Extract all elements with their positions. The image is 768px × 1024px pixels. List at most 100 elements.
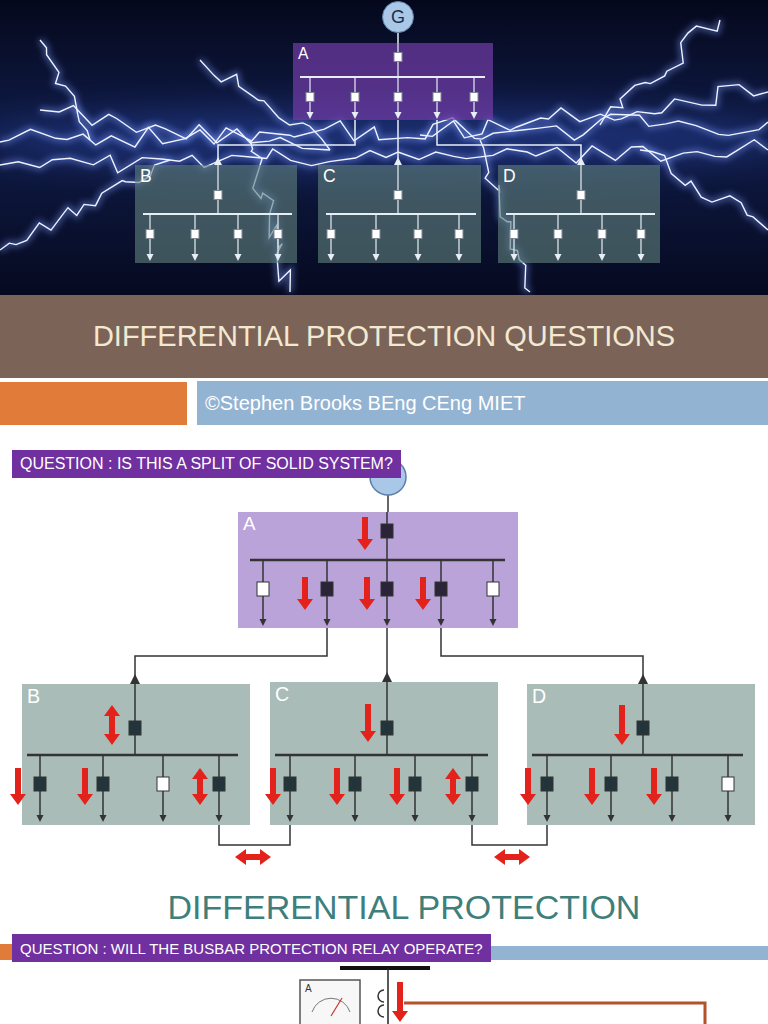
circuit-breaker <box>435 582 447 596</box>
feeder-arrow <box>544 815 551 822</box>
current-arrow <box>104 705 120 745</box>
switchgear-drawing <box>22 684 250 825</box>
current-arrow <box>235 849 271 865</box>
circuit-breaker <box>234 230 242 239</box>
current-arrow <box>389 768 405 805</box>
switchgear-drawing <box>293 43 493 120</box>
feeder-arrow <box>471 112 478 119</box>
feeder-arrow <box>438 619 445 626</box>
generator-line <box>387 494 389 512</box>
busbar-box: C <box>318 165 481 263</box>
band-text: ©Stephen Brooks BEng CEng MIET <box>205 393 525 413</box>
lightning-glow <box>40 40 90 140</box>
circuit-breaker <box>541 777 553 791</box>
feeder-connection <box>397 33 399 43</box>
circuit-breaker <box>577 191 585 200</box>
ammeter-needle <box>331 998 342 1016</box>
current-arrow <box>646 768 662 805</box>
meter-unit: A <box>305 984 312 994</box>
circuit-breaker <box>409 777 421 791</box>
feeder-arrow <box>160 815 167 822</box>
current-arrow <box>360 704 376 742</box>
circuit-breaker <box>349 777 361 791</box>
circuit-breaker <box>214 191 222 200</box>
busbar-box: D <box>498 165 660 263</box>
switchgear-drawing <box>318 165 481 263</box>
current-transformer <box>378 1005 384 1017</box>
node-label: C <box>318 165 481 189</box>
feeder-connection <box>218 120 355 165</box>
busbar <box>532 754 743 757</box>
circuit-breaker <box>598 230 606 239</box>
lightning-bolt <box>40 106 330 150</box>
circuit-breaker <box>433 93 441 102</box>
feeder-arrow <box>373 254 380 261</box>
circuit-breaker <box>213 777 225 791</box>
circuit-breaker <box>470 93 478 102</box>
author-bar: ©Stephen Brooks BEng CEng MIET <box>197 381 768 425</box>
node-label: A <box>293 43 493 65</box>
feeder-connection <box>135 628 327 684</box>
current-arrow <box>297 577 313 610</box>
feeder-arrow <box>490 619 497 626</box>
feeder-arrow <box>37 815 44 822</box>
circuit-breaker <box>605 777 617 791</box>
feeder-arrow <box>434 112 441 119</box>
node-label: B <box>135 165 297 189</box>
circuit-line <box>387 968 389 1024</box>
circuit-breaker <box>191 230 199 239</box>
busbar <box>506 213 655 215</box>
switchgear-drawing <box>135 165 297 263</box>
band-text: DIFFERENTIAL PROTECTION QUESTIONS <box>93 322 675 351</box>
feeder-arrow <box>287 815 294 822</box>
feeder-arrow <box>216 815 223 822</box>
feeder-arrow <box>415 254 422 261</box>
band-text: QUESTION : IS THIS A SPLIT OF SOLID SYST… <box>20 456 393 472</box>
current-arrow <box>192 768 208 805</box>
current-arrow <box>415 577 431 610</box>
feeder-connection <box>386 628 388 682</box>
busbar-box: A <box>293 43 493 120</box>
feeder-arrow <box>511 254 518 261</box>
circuit-breaker <box>97 777 109 791</box>
circuit-breaker <box>554 230 562 239</box>
current-arrow <box>445 768 461 805</box>
feeder-arrow <box>275 254 282 261</box>
incomer-line <box>386 682 388 755</box>
feeder-arrow <box>555 254 562 261</box>
incomer-line <box>642 684 644 755</box>
switchgear-drawing <box>270 682 498 825</box>
feeder-arrow <box>384 619 391 626</box>
ammeter-dial <box>312 998 350 1012</box>
circuit-breaker <box>381 524 393 538</box>
feeder-arrow <box>324 619 331 626</box>
busbar <box>340 966 430 970</box>
feeder-arrow <box>328 254 335 261</box>
band-text: QUESTION : WILL THE BUSBAR PROTECTION RE… <box>20 941 483 956</box>
busbar-box: A <box>238 512 518 628</box>
current-arrow <box>10 768 26 805</box>
circuit-breaker <box>666 777 678 791</box>
circuit-breaker <box>394 191 402 200</box>
feeder-arrow <box>100 815 107 822</box>
feeder-arrow <box>608 815 615 822</box>
feeder-arrow <box>395 112 402 119</box>
busbar <box>275 754 488 757</box>
feeder-arrow <box>599 254 606 261</box>
current-arrow <box>329 768 345 805</box>
circuit-breaker <box>306 93 314 102</box>
node-label: D <box>498 165 660 189</box>
feeder-arrow <box>456 254 463 261</box>
circuit-breaker <box>129 721 141 735</box>
current-arrow <box>614 705 630 745</box>
feeder-arrow <box>235 254 242 261</box>
switchgear-drawing <box>238 512 518 628</box>
circuit-breaker <box>351 93 359 102</box>
section-heading: DIFFERENTIAL PROTECTION <box>40 890 768 924</box>
feeder-connection <box>219 825 290 845</box>
circuit-breaker <box>394 93 402 102</box>
circuit-breaker <box>257 582 269 596</box>
current-arrow <box>359 577 375 610</box>
feeder-arrow <box>725 815 732 822</box>
accent-bar <box>0 382 187 425</box>
